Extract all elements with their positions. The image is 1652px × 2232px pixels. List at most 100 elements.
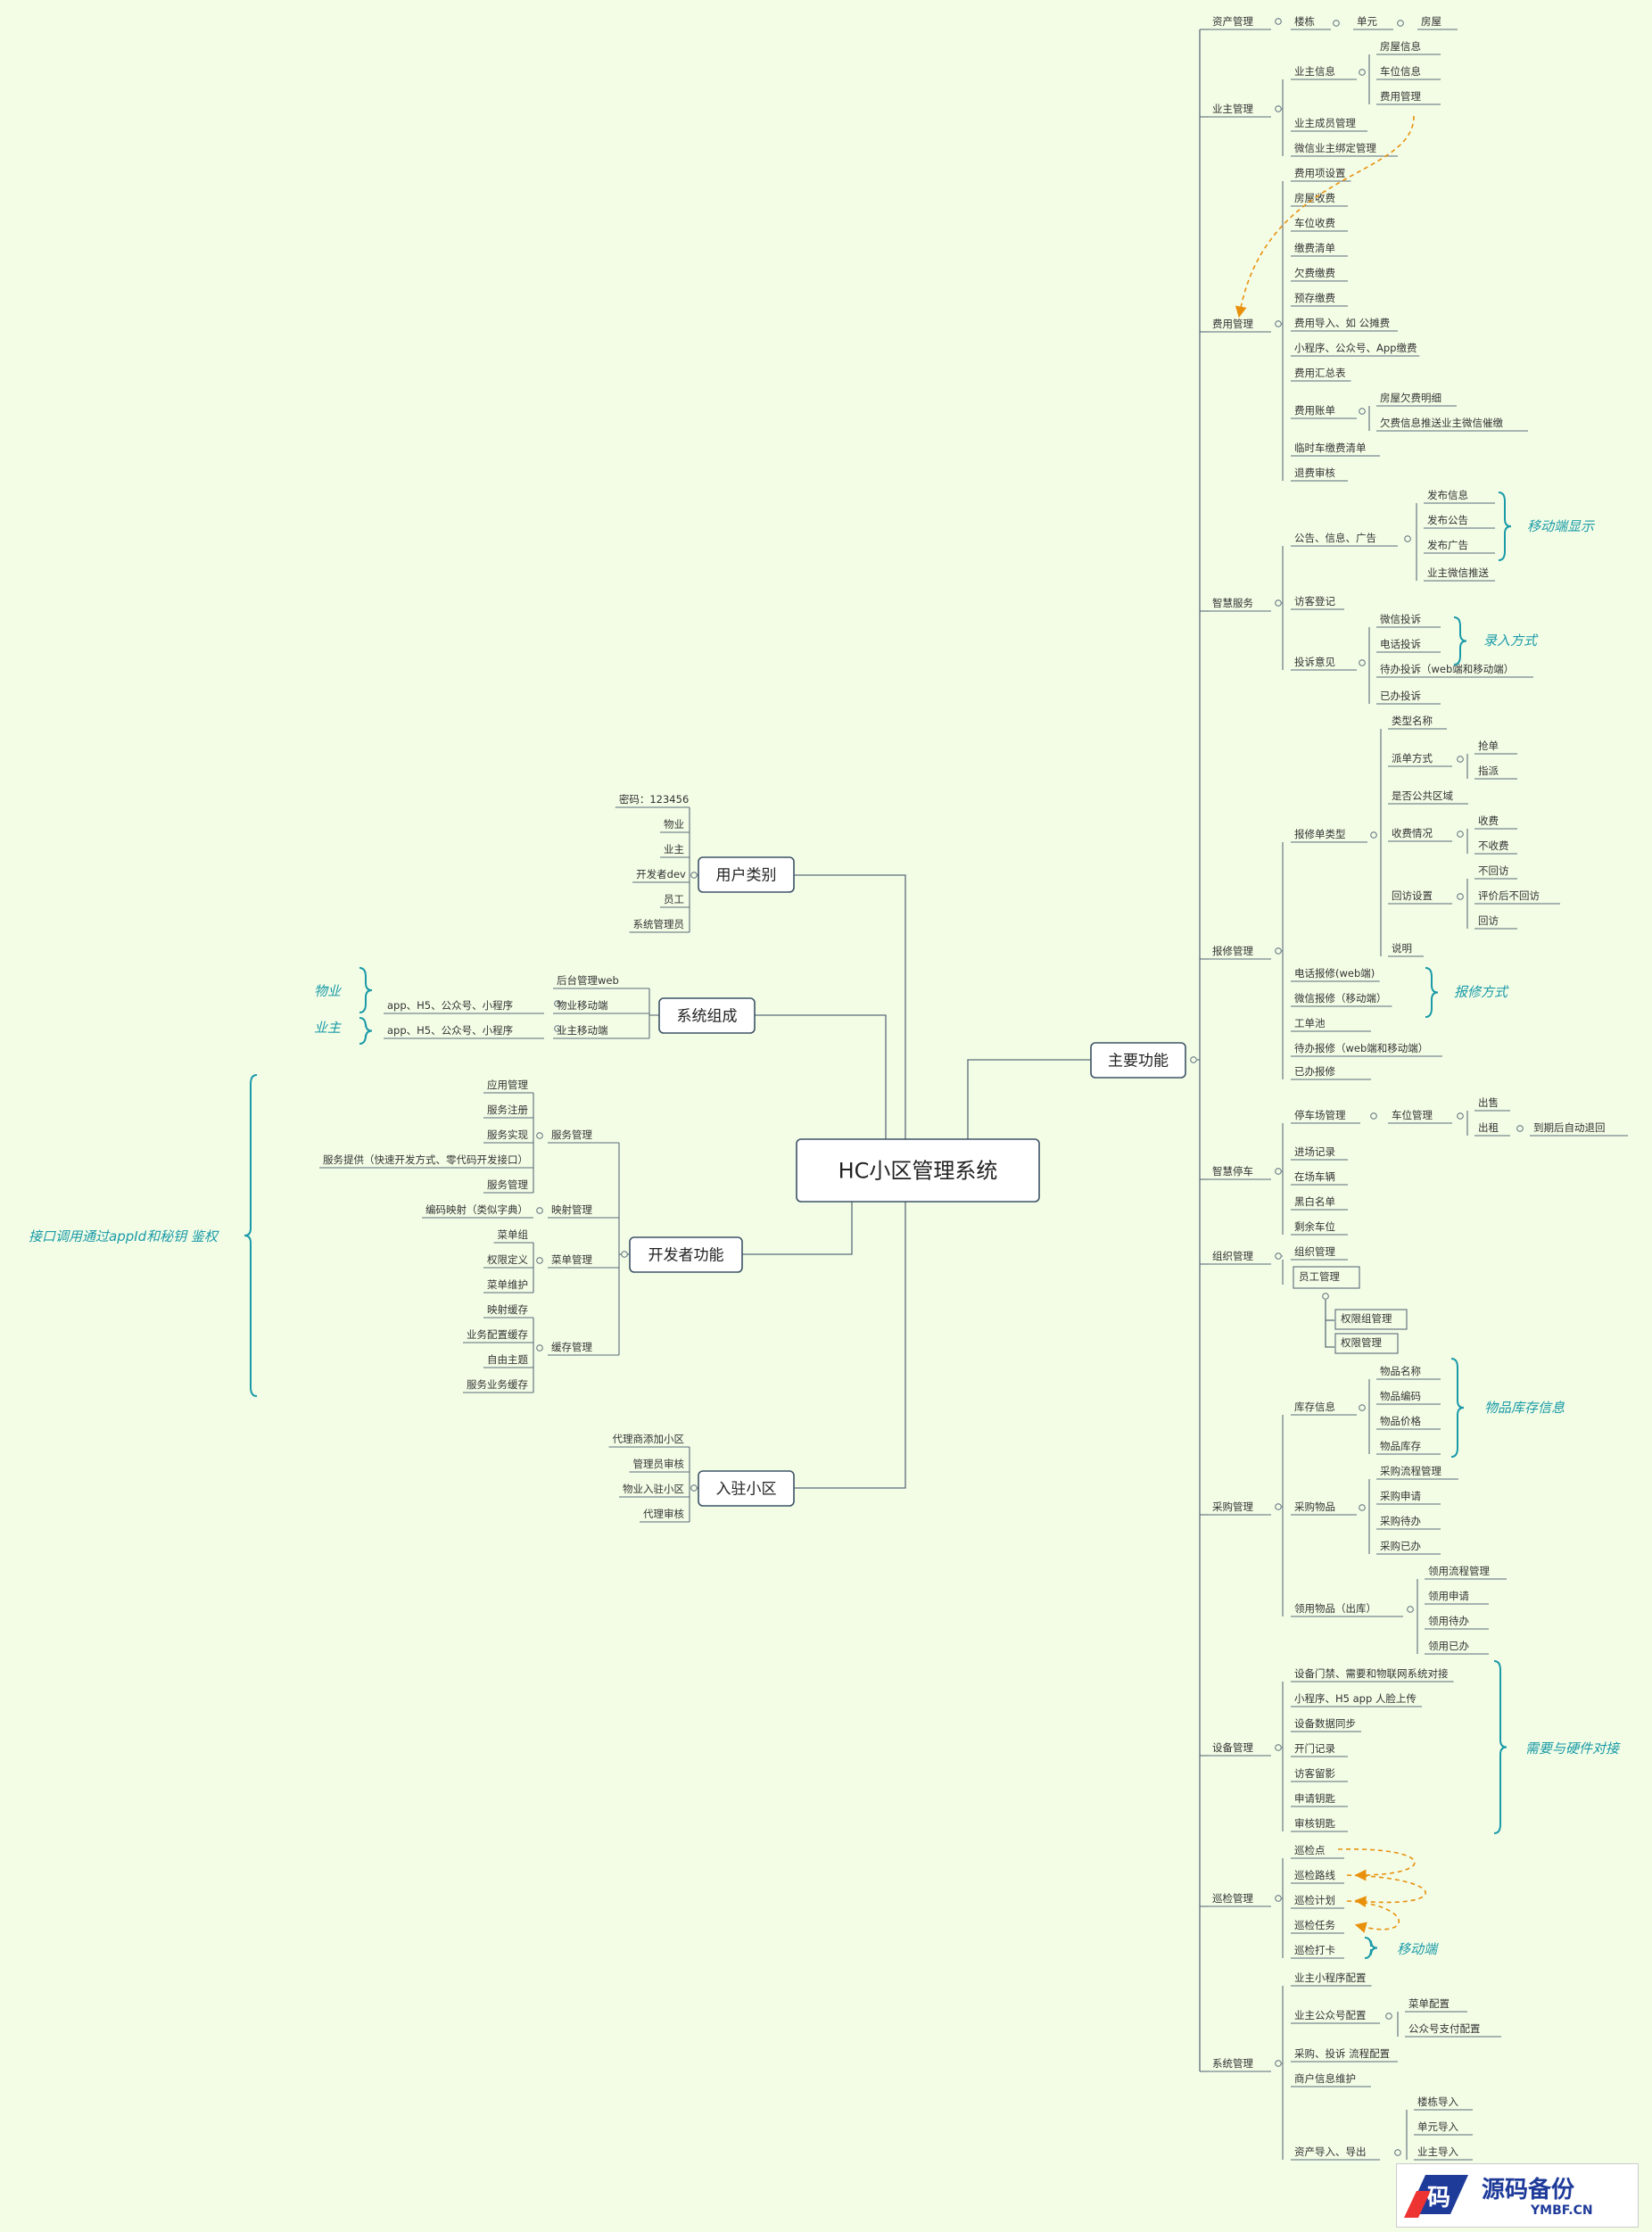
collapse-toggle[interactable] [536,1132,543,1139]
fee-item: 临时车缴费清单 [1294,442,1367,454]
org-item: 组织管理 [1294,1245,1335,1258]
asset-mgmt-toggle[interactable] [1275,18,1282,25]
purchase-mgmt-toggle[interactable] [1275,1503,1282,1510]
patrol-item: 巡检任务 [1294,1919,1335,1931]
buy: 采购物品 [1294,1500,1335,1513]
onboarding-item: 管理员审核 [633,1458,685,1470]
fee-item: 缴费清单 [1294,242,1335,254]
annotation-owner: 业主 [314,1020,342,1036]
collapse-toggle[interactable] [1359,1404,1366,1411]
notice-item: 发布公告 [1427,514,1468,526]
collapse-toggle[interactable] [536,1257,543,1264]
annotation-mobile-display: 移动端显示 [1527,518,1596,534]
dispatch-item: 抢单 [1478,740,1499,752]
permission-group-box[interactable] [1334,1309,1408,1330]
smart-service-toggle[interactable] [1275,599,1282,607]
collapse-toggle[interactable] [1394,2149,1401,2156]
menu-item: 权限定义 [487,1253,528,1266]
stock-item: 物品名称 [1380,1365,1421,1377]
collapse-toggle[interactable] [554,1000,561,1007]
service-item: 服务实现 [487,1128,528,1141]
main-functions-node[interactable] [1090,1042,1186,1079]
parking-expire: 到期后自动退回 [1533,1121,1606,1134]
revisit: 回访设置 [1392,889,1433,902]
fee-item: 房屋收费 [1294,192,1335,204]
org-mgmt-toggle[interactable] [1275,1252,1282,1260]
developer-node[interactable] [629,1236,743,1273]
collapse-toggle[interactable] [1359,659,1366,666]
fee-item: 预存缴费 [1294,292,1335,304]
user-types-node[interactable] [698,856,795,893]
smart-parking-toggle[interactable] [1275,1168,1282,1175]
collapse-toggle[interactable] [1457,756,1464,763]
device-mgmt-toggle[interactable] [1275,1744,1282,1751]
service-item: 服务管理 [487,1178,528,1191]
device-item: 设备门禁、需要和物联网系统对接 [1294,1667,1449,1680]
collapse-toggle[interactable] [621,1251,628,1258]
brace-shape [1498,492,1512,561]
collapse-toggle[interactable] [1516,1125,1524,1132]
collapse-toggle[interactable] [536,1207,543,1214]
repair-mgmt-toggle[interactable] [1275,947,1282,955]
repair-note: 说明 [1392,942,1412,955]
collapse-toggle[interactable] [1370,1112,1377,1120]
revisit-item: 回访 [1478,914,1499,927]
asset-item: 单元 [1357,15,1377,28]
repair-item: 工单池 [1294,1017,1326,1029]
collapse-toggle[interactable] [1370,831,1377,839]
main-functions-toggle[interactable] [1190,1056,1197,1063]
collapse-toggle[interactable] [1404,535,1411,542]
fee-item: 费用汇总表 [1294,367,1346,379]
root-node[interactable] [796,1138,1040,1203]
owner-mgmt: 业主管理 [1212,103,1253,115]
fee-mgmt-toggle[interactable] [1275,320,1282,327]
public-area: 是否公共区域 [1392,789,1453,802]
collapse-toggle[interactable] [1397,20,1404,27]
brace-shape [1493,1660,1507,1834]
watermark-url: YMBF.CN [1531,2203,1593,2218]
collapse-toggle[interactable] [1322,1293,1329,1300]
patrol-mgmt-toggle[interactable] [1275,1895,1282,1902]
repair-type-name: 类型名称 [1392,715,1433,727]
collapse-toggle[interactable] [1359,1504,1366,1511]
staff-item: 权限组管理 [1341,1312,1392,1325]
root-node-label: HC小区管理系统 [838,1159,998,1184]
collapse-toggle[interactable] [554,1025,561,1032]
collapse-toggle[interactable] [1457,1112,1464,1120]
collapse-toggle[interactable] [1333,20,1340,27]
parking-lot: 停车场管理 [1294,1109,1346,1121]
collapse-toggle[interactable] [690,872,698,879]
owner-mgmt-toggle[interactable] [1275,105,1282,112]
fee-link-arrow [1235,115,1415,318]
staff-mgmt-box[interactable] [1293,1266,1360,1289]
collapse-toggle[interactable] [1457,893,1464,900]
system-composition-node[interactable] [658,997,756,1034]
mobile-channel-label: app、H5、公众号、小程序 [387,999,513,1012]
parking-record: 进场记录 [1294,1145,1335,1158]
collapse-toggle[interactable] [1359,408,1366,415]
collapse-toggle[interactable] [1385,2013,1392,2020]
collapse-toggle[interactable] [1407,1606,1414,1613]
parking-space: 车位管理 [1392,1109,1433,1121]
fee-item: 费用项设置 [1294,167,1346,179]
menu-item: 菜单维护 [487,1278,528,1291]
permission-box[interactable] [1334,1333,1399,1354]
collapse-toggle[interactable] [1359,69,1366,76]
user-type-item: 业主 [664,843,684,856]
collapse-toggle[interactable] [536,1344,543,1352]
user-type-item: 物业 [664,818,684,831]
onboarding-node[interactable] [698,1470,795,1507]
fee-item: 费用导入、如 公摊费 [1294,317,1390,329]
collapse-toggle[interactable] [690,1484,698,1492]
owner-info-item: 费用管理 [1380,90,1421,103]
annotation-patrol-mobile: 移动端 [1397,1941,1439,1957]
onboarding-item: 代理审核 [643,1508,684,1520]
cache-item: 服务业务缓存 [467,1378,528,1391]
repair-type: 报修单类型 [1294,828,1346,840]
collapse-toggle[interactable] [1457,831,1464,838]
charge-item: 收费 [1478,814,1499,827]
device-item: 小程序、H5 app 人脸上传 [1294,1692,1417,1705]
system-mgmt-toggle[interactable] [1275,2060,1282,2067]
svg-text:码: 码 [1427,2185,1450,2211]
parking-record: 在场车辆 [1294,1170,1335,1183]
